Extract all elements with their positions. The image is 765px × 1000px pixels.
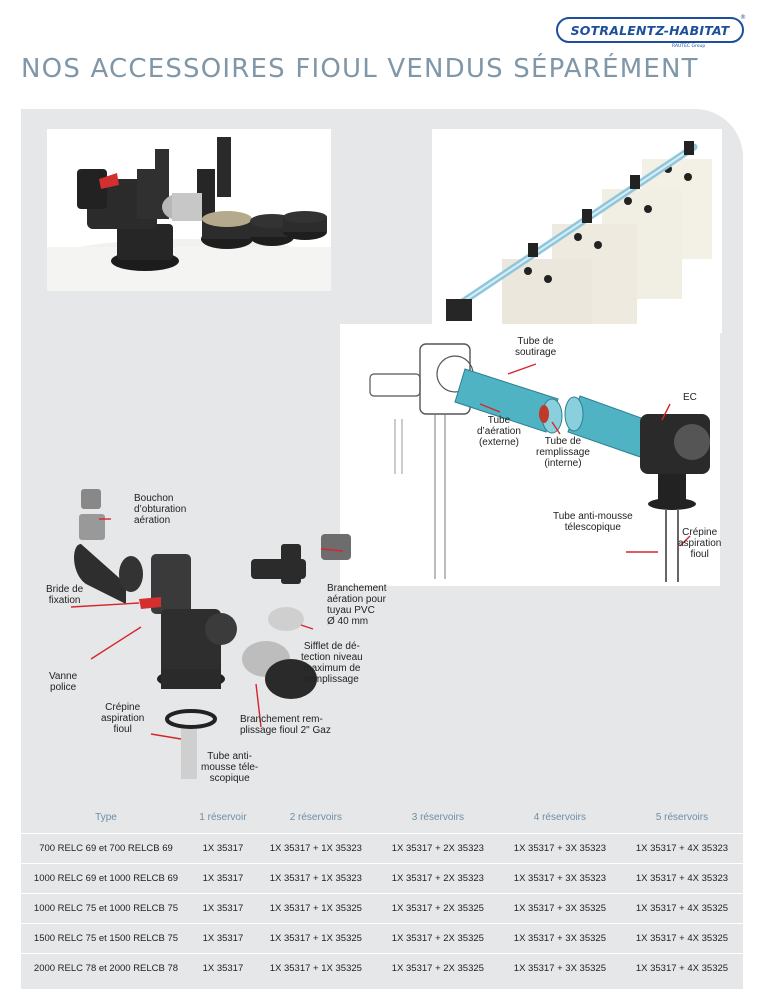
table-cell: 1X 35317 + 2X 35323	[376, 863, 499, 894]
table-cell: 1X 35317 + 4X 35323	[620, 833, 743, 864]
photo-valve-assembly	[47, 129, 331, 291]
header-3-reservoirs: 3 réservoirs	[411, 811, 464, 823]
label-branchement-aeration: Branchement aération pour tuyau PVC Ø 40…	[327, 583, 387, 627]
table-cell: 1X 35317 + 3X 35325	[498, 893, 621, 924]
table-cell: 1X 35317 + 2X 35323	[376, 833, 499, 864]
label-bride: Bride de fixation	[46, 584, 84, 606]
diagram-filling-tubes	[340, 324, 720, 586]
table-row: 1000 RELC 69 et 1000 RELCB 69 1X 35317 1…	[21, 863, 743, 894]
table-cell: 1X 35317 + 4X 35325	[620, 893, 743, 924]
label-branchement-remplissage: Branchement rem- plissage fioul 2" Gaz	[240, 714, 331, 736]
cell-type: 1000 RELC 75 et 1000 RELCB 75	[21, 893, 191, 924]
label-bouchon: Bouchon d’obturation aération	[134, 493, 187, 526]
table-row: 700 RELC 69 et 700 RELCB 69 1X 35317 1X …	[21, 833, 743, 864]
accessories-table: Type 1 réservoir 2 réservoirs 3 réservoi…	[21, 801, 743, 983]
content-panel: Tube de soutirage Tube d’aération (exter…	[21, 109, 743, 989]
cell-type: 1000 RELC 69 et 1000 RELCB 69	[21, 863, 191, 894]
table-cell: 1X 35317	[191, 923, 255, 954]
table-cell: 1X 35317 + 4X 35325	[620, 923, 743, 954]
label-tube-soutirage: Tube de soutirage	[515, 336, 557, 358]
table-cell: 1X 35317 + 4X 35323	[620, 863, 743, 894]
table-row: 1000 RELC 75 et 1000 RELCB 75 1X 35317 1…	[21, 893, 743, 924]
cell-type: 2000 RELC 78 et 2000 RELCB 78	[21, 953, 191, 983]
table-cell: 1X 35317	[191, 863, 255, 894]
brand-registered-mark: ®	[740, 14, 746, 21]
header-4-reservoirs: 4 réservoirs	[533, 811, 587, 823]
brand-group: RAUTEC Group	[672, 44, 706, 49]
table-cell: 1X 35317 + 2X 35325	[376, 953, 499, 983]
header-5-reservoirs: 5 réservoirs	[655, 811, 709, 823]
table-cell: 1X 35317 + 1X 35325	[254, 923, 377, 954]
label-tube-anti-mousse-left: Tube anti- mousse téle- scopique	[201, 751, 259, 784]
table-cell: 1X 35317	[191, 953, 255, 983]
table-cell: 1X 35317	[191, 893, 255, 924]
header-2-reservoirs: 2 réservoirs	[289, 811, 342, 823]
label-crepine-left: Crépine aspiration fioul	[101, 702, 145, 735]
page-title: NOS ACCESSOIRES FIOUL VENDUS SÉPARÉMENT	[21, 54, 699, 84]
label-tube-remplissage: Tube de remplissage (interne)	[536, 436, 590, 469]
table-header-row: Type 1 réservoir 2 réservoirs 3 réservoi…	[21, 801, 743, 834]
table-cell: 1X 35317 + 1X 35323	[254, 833, 377, 864]
table-cell: 1X 35317 + 3X 35325	[498, 953, 621, 983]
table-cell: 1X 35317 + 1X 35323	[254, 863, 377, 894]
table-cell: 1X 35317	[191, 833, 255, 864]
photo-tank-battery	[432, 129, 722, 333]
diagram-exploded-valve	[70, 489, 351, 779]
table-row: 2000 RELC 78 et 2000 RELCB 78 1X 35317 1…	[21, 953, 743, 983]
table-cell: 1X 35317 + 3X 35323	[498, 863, 621, 894]
header-type: Type	[95, 811, 117, 823]
label-sifflet: Sifflet de dé- tection niveau maximum de…	[301, 641, 363, 685]
cell-type: 700 RELC 69 et 700 RELCB 69	[21, 833, 191, 864]
table-cell: 1X 35317 + 1X 35325	[254, 953, 377, 983]
label-tube-anti-mousse-top: Tube anti-mousse télescopique	[553, 511, 633, 533]
table-cell: 1X 35317 + 1X 35325	[254, 893, 377, 924]
table-cell: 1X 35317 + 3X 35323	[498, 833, 621, 864]
brand-logo: SOTRALENTZ-HABITAT	[556, 17, 744, 43]
label-tube-aeration: Tube d’aération (externe)	[477, 415, 521, 448]
table-cell: 1X 35317 + 4X 35325	[620, 953, 743, 983]
label-ec: EC	[683, 392, 697, 403]
label-crepine-top: Crépine aspiration fioul	[678, 527, 722, 560]
table-row: 1500 RELC 75 et 1500 RELCB 75 1X 35317 1…	[21, 923, 743, 954]
table-cell: 1X 35317 + 2X 35325	[376, 923, 499, 954]
label-vanne: Vanne police	[49, 671, 78, 693]
cell-type: 1500 RELC 75 et 1500 RELCB 75	[21, 923, 191, 954]
header-1-reservoir: 1 réservoir	[199, 811, 247, 823]
table-cell: 1X 35317 + 2X 35325	[376, 893, 499, 924]
brand-name: SOTRALENTZ-HABITAT	[570, 22, 730, 38]
table-cell: 1X 35317 + 3X 35325	[498, 923, 621, 954]
